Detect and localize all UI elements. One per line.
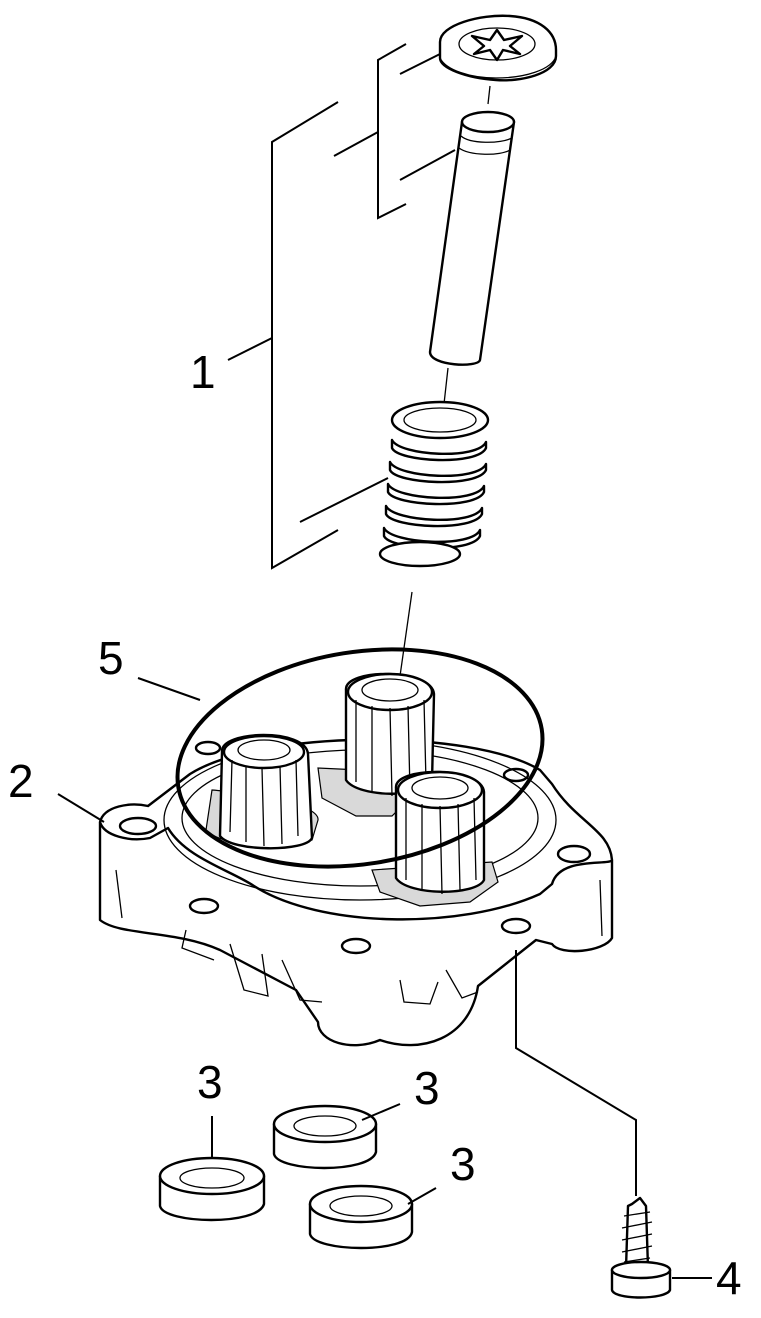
callout-3a: 3 (197, 1056, 223, 1108)
pin (428, 85, 516, 366)
gear-center (317, 672, 436, 817)
o-ring (175, 647, 545, 869)
retaining-washer (438, 14, 558, 82)
callout-3c: 3 (450, 1138, 476, 1190)
callout-1: 1 (190, 346, 216, 398)
callout-2: 2 (8, 755, 34, 807)
callout-5: 5 (98, 632, 124, 684)
seal-ring-2 (272, 1104, 378, 1170)
spring (378, 367, 490, 691)
leader-lines (57, 677, 712, 1279)
kit-bracket (227, 43, 456, 570)
gear-right (371, 770, 499, 907)
callout-4: 4 (716, 1252, 742, 1304)
callouts: 1 5 2 3 3 3 4 (8, 346, 742, 1304)
gear-left (205, 733, 319, 850)
seal-ring-3 (308, 1184, 414, 1250)
seal-ring-1 (158, 1156, 266, 1222)
callout-3b: 3 (414, 1062, 440, 1114)
screw (515, 950, 672, 1299)
